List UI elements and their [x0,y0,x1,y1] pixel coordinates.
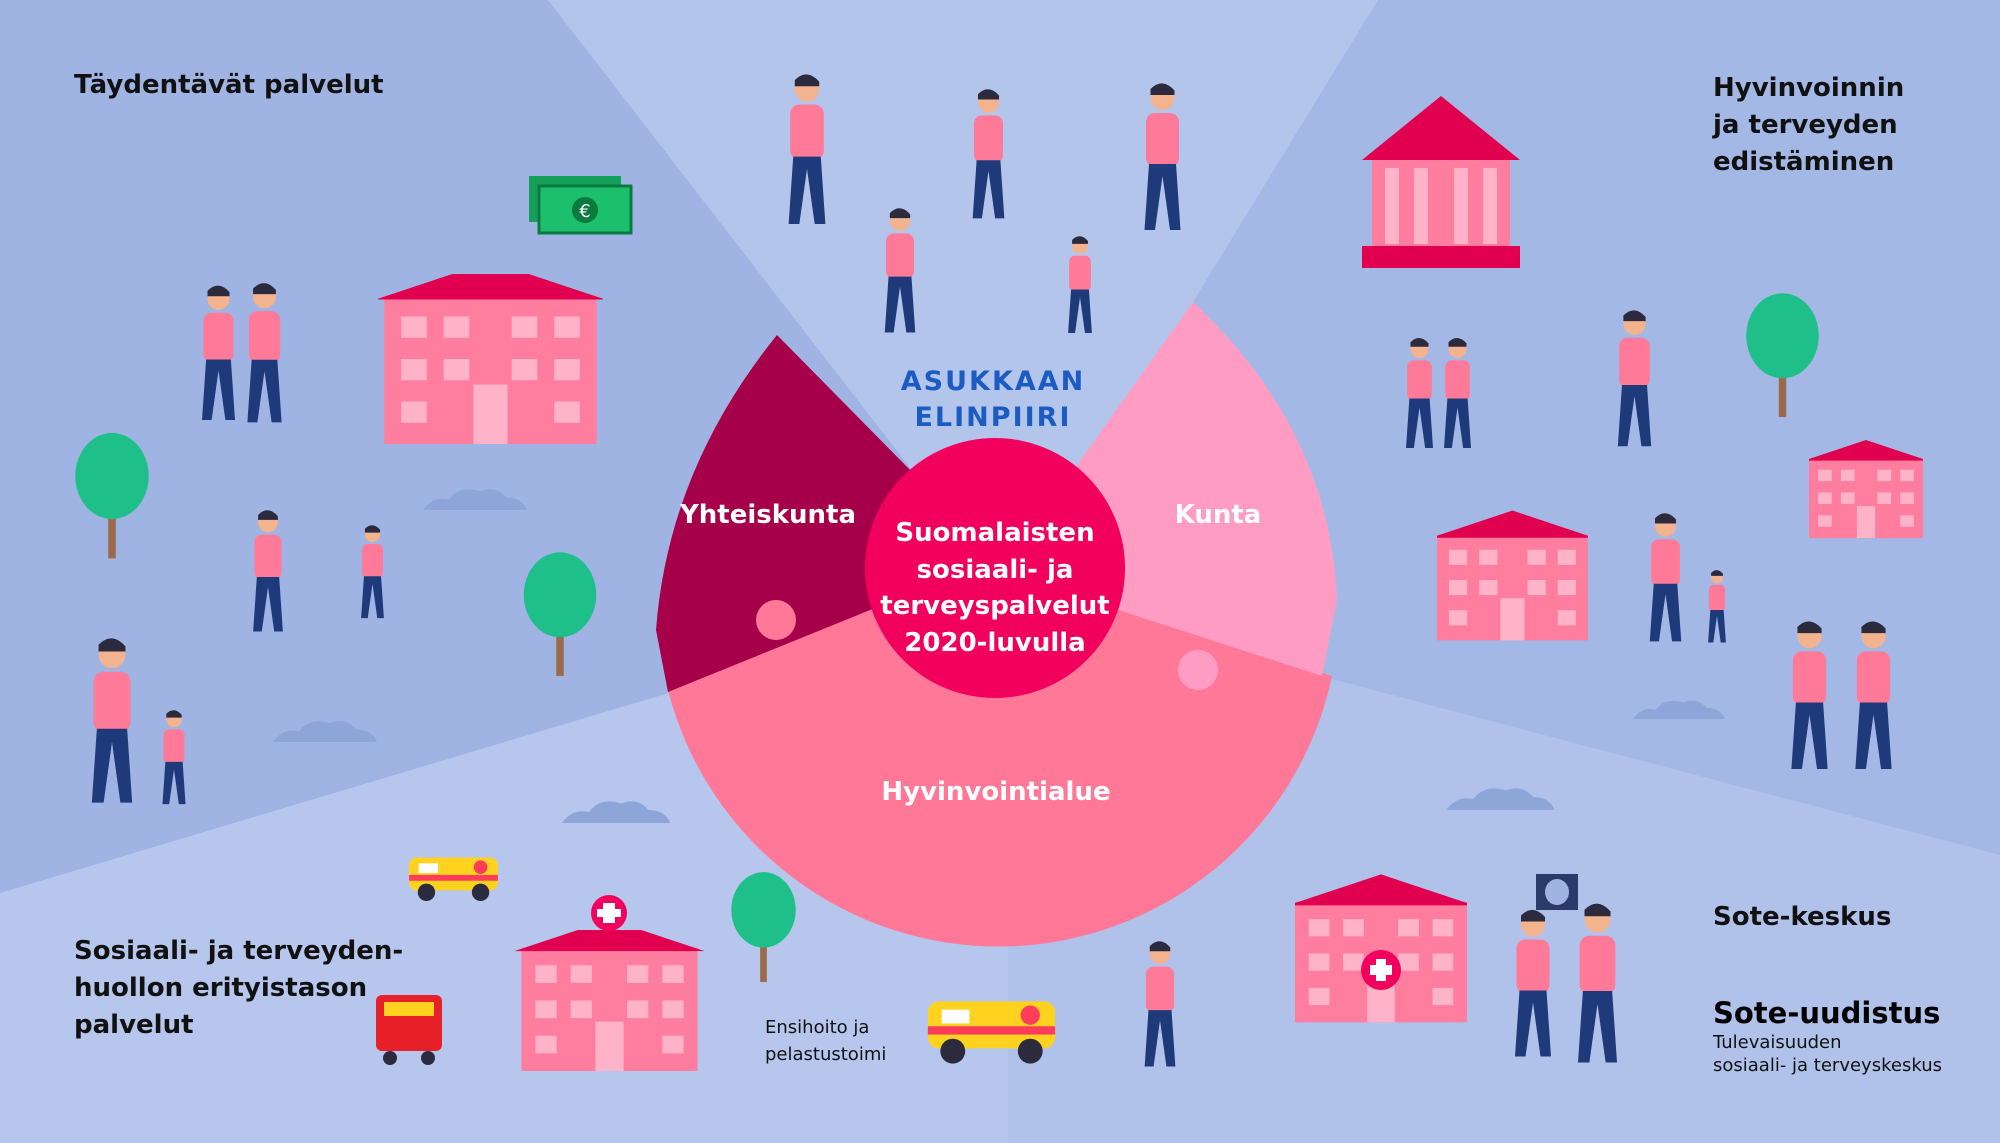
health-center-building-icon [1295,874,1467,1023]
label-hyvinvointialue: Hyvinvointialue [881,777,1110,807]
svg-text:€: € [579,201,590,222]
segment-kunta [1068,302,1337,676]
segment-hyvinvointialue [668,600,1332,947]
money-icon: € [529,176,633,235]
museum-icon [1362,96,1520,268]
label-sote-keskus: Sote-keskus [1713,902,1891,932]
puzzle-circle: ASUKKAAN ELINPIIRI Yhteiskunta Kunta Hyv… [656,302,1337,947]
xray-icon [1536,874,1578,910]
label-kunta: Kunta [1175,500,1262,530]
school-building-icon [378,274,603,444]
fire-truck-icon [376,995,442,1065]
church-icon [1809,440,1923,539]
center-line-2: sosiaali- ja [917,555,1074,585]
heading-line-2: ELINPIIRI [914,402,1071,433]
hospital-cross-icon [591,895,627,931]
center-circle [865,438,1125,698]
label-erityistaso-2: huollon erityistason [74,973,367,1003]
heading-line-1: ASUKKAAN [901,366,1086,397]
center-line-1: Suomalaisten [895,518,1094,548]
label-erityistaso-1: Sosiaali- ja terveyden- [74,936,403,966]
health-center-cross-icon [1361,950,1401,990]
puzzle-knob [1178,650,1218,690]
hospital-building-icon [514,930,705,1071]
brand-subtitle-2: sosiaali- ja terveyskeskus [1713,1055,1942,1076]
label-taydentavat-palvelut: Täydentävät palvelut [74,70,384,100]
segment-yhteiskunta [656,335,920,692]
label-yhteiskunta: Yhteiskunta [679,500,856,530]
brand-title: Sote-uudistus [1713,996,1940,1030]
label-ensihoito-1: Ensihoito ja [765,1017,869,1038]
center-line-3: terveyspalvelut [880,591,1109,621]
label-hyvinvointi-3: edistäminen [1713,147,1894,177]
puzzle-knob [756,600,796,640]
label-erityistaso-3: palvelut [74,1010,194,1040]
brand-subtitle-1: Tulevaisuuden [1712,1032,1842,1053]
school-clock-building-icon [1437,510,1588,641]
label-ensihoito-2: pelastustoimi [765,1044,886,1065]
center-line-4: 2020-luvulla [904,628,1085,658]
label-hyvinvointi-2: ja terveyden [1712,110,1898,140]
label-hyvinvointi-1: Hyvinvoinnin [1713,73,1904,103]
